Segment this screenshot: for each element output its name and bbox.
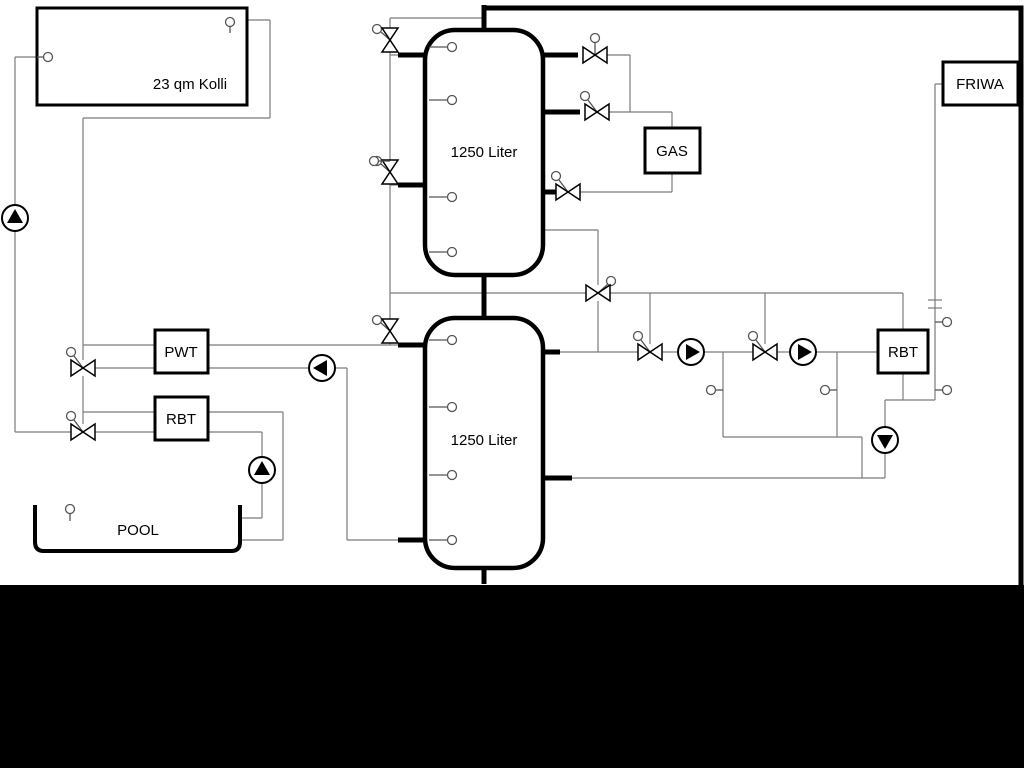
valve-tank2-top-left-icon bbox=[371, 314, 400, 344]
pool-basin bbox=[33, 505, 242, 553]
valve-tank1-top-right-icon bbox=[582, 32, 608, 65]
solar-collector-box bbox=[35, 6, 249, 107]
letterbox-bottom bbox=[0, 585, 1024, 768]
buffer-tank-top-label: 1250 Liter bbox=[451, 144, 518, 161]
valve-collector-pwt-icon bbox=[65, 346, 96, 378]
temp-sensor-icon bbox=[429, 534, 458, 546]
buffer-tank-bottom bbox=[422, 315, 546, 571]
temp-sensors bbox=[37, 16, 953, 546]
temp-sensor-icon bbox=[429, 469, 458, 481]
pump-pool-icon bbox=[248, 456, 276, 484]
piping-thick bbox=[398, 5, 1024, 585]
valve-gas-return-icon bbox=[550, 170, 581, 202]
pwt-label: PWT bbox=[164, 344, 197, 361]
temp-sensor-icon bbox=[429, 41, 458, 53]
valve-tank1-mid-left-icon bbox=[371, 155, 400, 185]
rbt-dhw-box bbox=[876, 328, 930, 375]
friwa-label: FRIWA bbox=[956, 76, 1004, 93]
buffer-tank-top bbox=[422, 27, 546, 278]
valve-tank1-top-left-icon bbox=[371, 23, 400, 53]
buffer-tank-bottom-label: 1250 Liter bbox=[451, 432, 518, 449]
temp-sensor-icon bbox=[429, 94, 458, 106]
pump-collector-icon bbox=[1, 204, 29, 232]
valve-heating-circuit-1-icon bbox=[632, 330, 663, 362]
pump-rbt-icon bbox=[871, 426, 899, 454]
valve-gas-flow-icon bbox=[579, 90, 610, 122]
dhw-top-run-pipe bbox=[484, 5, 1024, 585]
temp-sensor-icon bbox=[224, 16, 236, 33]
valve-mixing-center-icon bbox=[585, 275, 617, 303]
temp-sensor-icon bbox=[37, 51, 54, 63]
pwt-heat-exchanger-box bbox=[153, 328, 210, 375]
rbt-pool-heat-exchanger-box bbox=[153, 395, 210, 442]
friwa-station-box bbox=[941, 60, 1020, 107]
temp-sensor-icon bbox=[64, 503, 76, 521]
temp-sensor-icon bbox=[368, 155, 390, 167]
temp-sensor-icon bbox=[819, 384, 837, 396]
pump-heating-1-icon bbox=[677, 338, 705, 366]
gas-boiler-label: GAS bbox=[656, 143, 688, 160]
pool-label: POOL bbox=[117, 522, 159, 539]
valve-heating-circuit-2-icon bbox=[747, 330, 778, 362]
rbt-pool-label: RBT bbox=[166, 411, 196, 428]
pump-pwt-icon bbox=[308, 354, 336, 382]
valve-collector-rbt-icon bbox=[65, 410, 96, 442]
temp-sensor-icon bbox=[935, 384, 953, 396]
gas-boiler-box bbox=[643, 126, 702, 175]
temp-sensor-icon bbox=[705, 384, 723, 396]
temp-sensor-icon bbox=[429, 191, 458, 203]
temp-sensor-icon bbox=[935, 316, 953, 328]
temp-sensor-icon bbox=[429, 334, 458, 346]
temp-sensor-icon bbox=[429, 401, 458, 413]
rbt-dhw-label: RBT bbox=[888, 344, 918, 361]
pump-heating-2-icon bbox=[789, 338, 817, 366]
solar-collector-label: 23 qm Kolli bbox=[153, 76, 227, 93]
temp-sensor-icon bbox=[429, 246, 458, 258]
